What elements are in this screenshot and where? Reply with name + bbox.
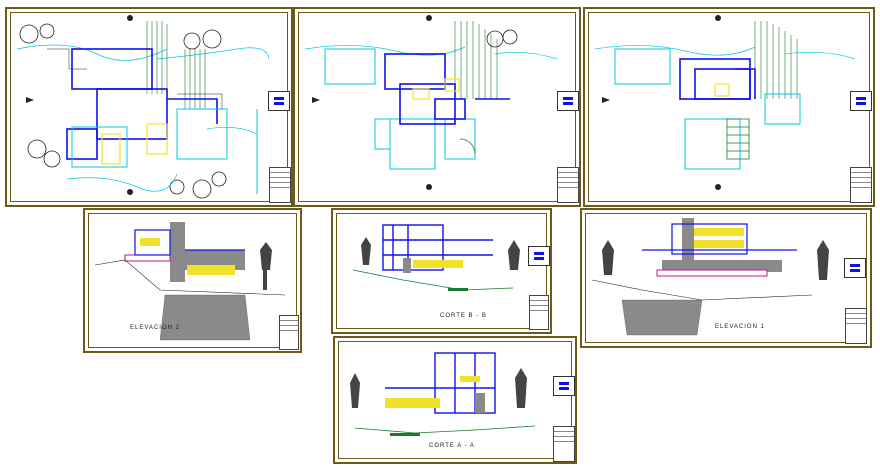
walls bbox=[385, 352, 496, 414]
trees bbox=[602, 240, 829, 280]
sheet-border bbox=[88, 213, 297, 348]
corte-a-a-drawing bbox=[350, 352, 536, 436]
walls bbox=[382, 224, 493, 271]
trees bbox=[486, 29, 518, 48]
trees bbox=[260, 242, 272, 290]
stairs bbox=[714, 83, 730, 97]
title-block bbox=[557, 167, 579, 203]
sheet-border bbox=[336, 213, 547, 329]
elevacion-1-label: ELEVACION 1 bbox=[715, 324, 765, 330]
rock-base bbox=[159, 294, 251, 341]
building-gray bbox=[662, 218, 782, 272]
elevacion-1-drawing bbox=[591, 218, 829, 336]
facade-yellow bbox=[140, 238, 235, 275]
title-block bbox=[279, 315, 299, 350]
facade-yellow bbox=[694, 228, 744, 248]
building-gray bbox=[475, 393, 485, 413]
floor-plan-drawing-3 bbox=[594, 15, 856, 190]
contour-lines bbox=[594, 45, 856, 60]
title-block bbox=[529, 295, 549, 330]
trees bbox=[361, 237, 520, 270]
cantilever bbox=[124, 254, 171, 262]
logo-stamp bbox=[850, 91, 872, 111]
section-marks bbox=[312, 15, 432, 190]
trees bbox=[350, 368, 527, 408]
elevacion-2-sheet[interactable]: ELEVACION 2 bbox=[83, 208, 302, 353]
floor-plan-sheet-1[interactable] bbox=[5, 7, 293, 207]
cyan-outlines bbox=[614, 48, 801, 170]
floor-plan-drawing-2 bbox=[304, 15, 558, 190]
ground bbox=[352, 269, 514, 291]
logo-stamp bbox=[557, 91, 579, 111]
ground bbox=[354, 425, 536, 434]
ground bbox=[94, 259, 286, 296]
walls bbox=[134, 229, 245, 256]
water bbox=[448, 288, 468, 291]
facade-yellow bbox=[385, 376, 480, 408]
stair-green bbox=[726, 118, 750, 160]
logo-stamp bbox=[528, 246, 550, 266]
title-block bbox=[845, 308, 867, 344]
stairs bbox=[101, 123, 168, 165]
section-marks bbox=[26, 15, 133, 195]
corte-b-b-drawing bbox=[352, 224, 520, 291]
contour-lines bbox=[304, 45, 558, 60]
trees bbox=[19, 23, 227, 199]
elevacion-2-drawing bbox=[94, 222, 286, 341]
stairs bbox=[412, 78, 460, 100]
floor-plan-sheet-3[interactable] bbox=[583, 7, 875, 207]
walls bbox=[642, 223, 797, 255]
logo-stamp bbox=[553, 376, 575, 396]
walls bbox=[679, 58, 756, 100]
corte-b-b-sheet[interactable]: CORTE B - B bbox=[331, 208, 552, 334]
structure bbox=[47, 48, 223, 109]
sheet-border bbox=[585, 213, 867, 343]
building-gray bbox=[403, 258, 411, 273]
logo-stamp bbox=[268, 91, 290, 111]
cyan-outlines bbox=[71, 108, 258, 194]
logo-stamp bbox=[844, 258, 866, 278]
title-block bbox=[269, 167, 291, 203]
title-block bbox=[553, 426, 575, 462]
water bbox=[390, 433, 420, 436]
corte-a-a-label: CORTE A - A bbox=[429, 443, 475, 449]
corte-b-b-label: CORTE B - B bbox=[440, 313, 487, 319]
section-marks bbox=[602, 15, 721, 190]
hatch bbox=[754, 21, 798, 99]
floor-plan-sheet-2[interactable] bbox=[293, 7, 581, 207]
floor-plan-drawing-1 bbox=[16, 15, 270, 199]
title-block bbox=[850, 167, 872, 203]
walls bbox=[66, 48, 218, 160]
contour-lines bbox=[16, 44, 270, 192]
sheet-border bbox=[338, 341, 572, 459]
ground bbox=[591, 279, 813, 301]
arc bbox=[459, 138, 476, 155]
hatch bbox=[454, 21, 498, 99]
rock-base bbox=[621, 299, 703, 336]
elevacion-1-sheet[interactable]: ELEVACION 1 bbox=[580, 208, 872, 348]
cantilever bbox=[656, 269, 768, 277]
elevacion-2-label: ELEVACION 2 bbox=[130, 325, 180, 331]
corte-a-a-sheet[interactable]: CORTE A - A bbox=[333, 336, 577, 464]
facade-yellow bbox=[413, 260, 463, 268]
